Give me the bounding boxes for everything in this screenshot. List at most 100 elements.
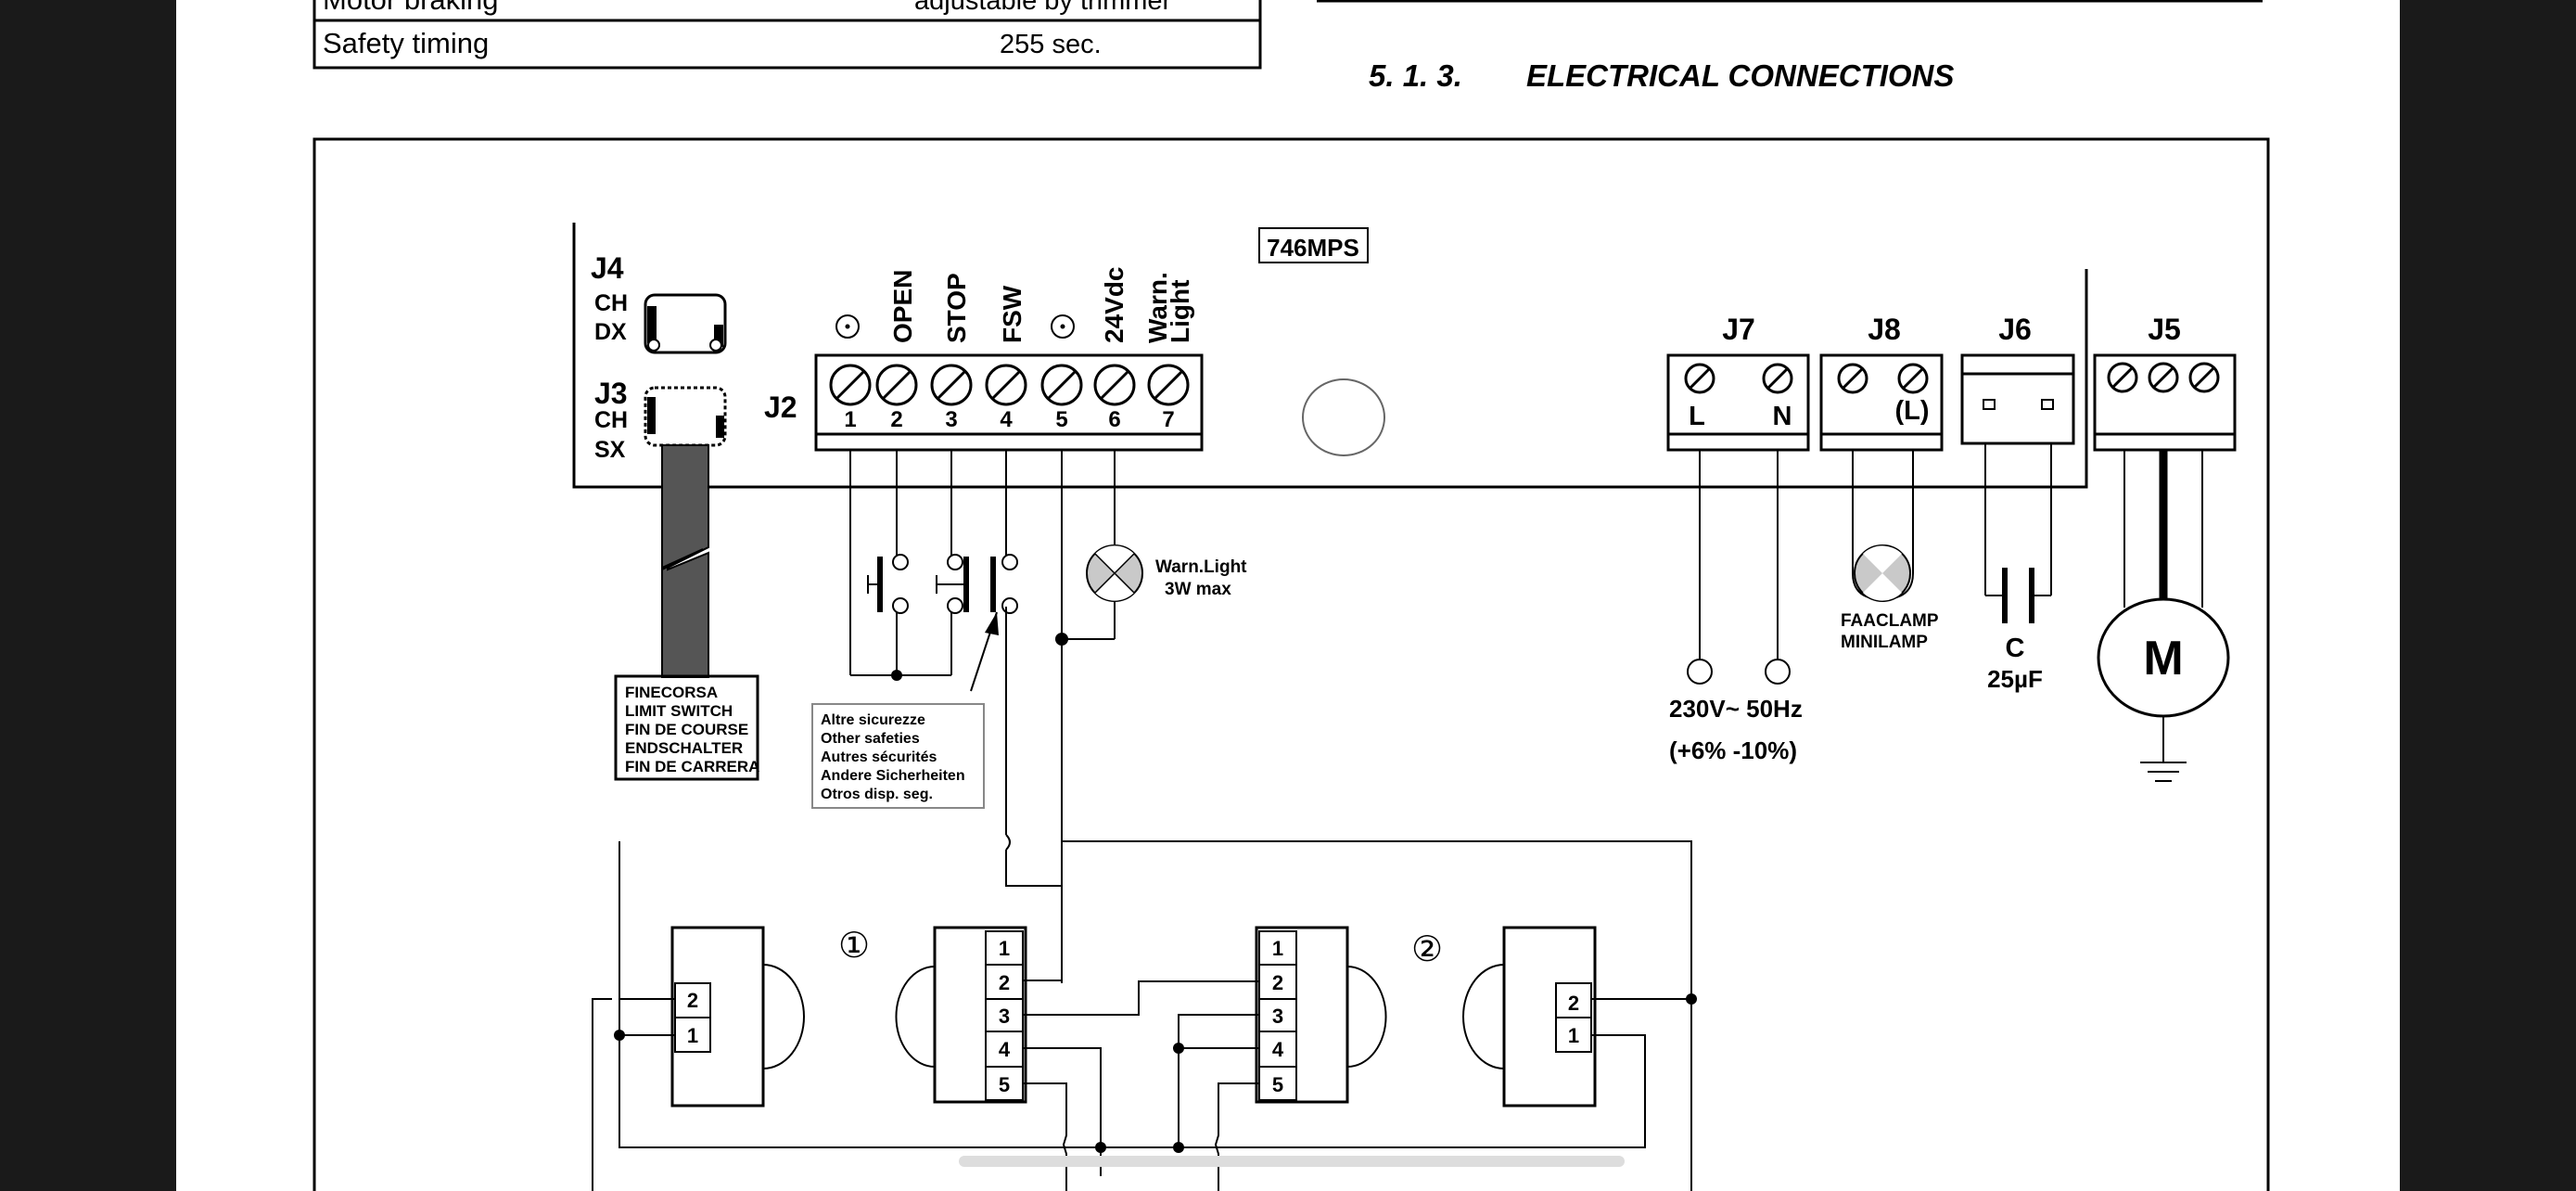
j8-label: J8 [1868,313,1901,346]
mains-tolerance: (+6% -10%) [1669,736,1797,764]
tx-terminal-number: 2 [1568,992,1579,1015]
photocell-rx-2 [1255,926,1349,1104]
j6-label: J6 [1998,313,2032,346]
j2-screw-slot [1154,370,1183,400]
j2-terminal-block [814,353,1204,452]
j2-terminal-number: 7 [1162,407,1174,432]
rx1-terminals: 1 2 3 4 5 [999,937,1011,1096]
j2-screw [1147,364,1190,406]
limit-switch-labels: FINECORSA LIMIT SWITCH FIN DE COURSE END… [625,684,759,775]
rx-terminal-number: 4 [1272,1038,1284,1061]
rx-terminal-number: 2 [1272,971,1283,994]
motor-label: M [2143,632,2183,685]
mains-wiring [1687,450,1791,685]
other-safeties-labels: Altre sicurezze Other safeties Autres sé… [821,712,965,802]
j2-screw-slot [882,370,912,400]
j2-screw [985,364,1027,406]
rx-terminal-number: 2 [999,971,1010,994]
j4-label: J4 [591,251,624,285]
model-box [1258,227,1369,263]
faaclamp-label: FAACLAMP [1841,611,1939,631]
faaclamp-lamp [1852,450,1914,602]
diagram-frame [312,137,2270,1191]
rx-terminal-number: 5 [999,1073,1010,1096]
j2-screw [829,364,872,406]
j2-screw-slot [1047,370,1077,400]
capacitor-value: 25µF [1987,665,2043,693]
j2-screw [930,364,973,406]
j2-screw-slot [1100,370,1129,400]
other-safeties-text: Autres sécurités [821,749,937,765]
rx2-terminals: 1 2 3 4 5 [1272,937,1284,1096]
mounting-hole [1302,378,1385,456]
rx-terminal-number: 4 [999,1038,1011,1061]
rx-terminal-number: 5 [1272,1073,1283,1096]
j2-header-open: OPEN [888,270,917,343]
tx-terminal-number: 1 [1568,1024,1579,1047]
j2-screw [1093,364,1136,406]
photocell-tx-2 [1502,926,1597,1108]
capacitor [1984,443,2052,623]
rx-terminal-number: 1 [1272,937,1283,960]
spec-row-value: adjustable by trimmer [914,0,1172,16]
other-safeties-text: Andere Sicherheiten [821,768,965,784]
limit-switch-text: LIMIT SWITCH [625,702,733,720]
j2-screw-slot [835,370,865,400]
j2-screw-slot [937,370,966,400]
j2-terminal-number: 2 [890,407,902,432]
rx-terminal-number: 1 [999,937,1010,960]
j3-label: J3 [594,377,628,410]
capacitor-label: C [2006,634,2025,663]
limit-switch-box [614,674,759,781]
j2-terminal-number: 4 [1000,407,1013,432]
manual-page: Motor braking adjustable by trimmer Safe… [176,0,2400,1191]
j8-terminal [1819,353,1944,452]
limit-switch-cable [661,444,709,678]
photocell-wiring [592,840,1697,1191]
j6-terminal [1960,353,2075,445]
j3-connector [644,386,727,447]
wiring-diagram: Motor braking adjustable by trimmer Safe… [312,0,2270,1191]
photocell-2-marker: ② [1411,930,1443,969]
tx1-terminals: 2 1 [687,989,698,1047]
limit-switch-text: FINECORSA [625,684,718,701]
motor [2097,450,2230,782]
warn-light-power: 3W max [1165,580,1231,599]
spec-row-label: Safety timing [323,27,489,59]
tx-terminal-number: 1 [687,1024,698,1047]
rx-terminal-number: 3 [999,1005,1010,1028]
j3-sx-label: SX [594,437,626,463]
j2-label: J2 [764,391,797,424]
j2-headers: OPEN STOP FSW 24Vdc Warn. Light [835,267,1194,344]
push-button-wiring [849,450,1018,881]
spec-table: Motor braking adjustable by trimmer Safe… [312,0,1262,70]
j4-connector [644,293,727,354]
photocell-rx-1 [933,926,1027,1104]
model-label: 746MPS [1267,234,1359,262]
spec-row-label: Motor braking [323,0,499,16]
warning-light [1055,450,1143,983]
j4-dx-label: DX [594,319,627,345]
j5-label: J5 [2148,313,2181,346]
j7-n-label: N [1773,402,1792,431]
j2-terminal-number: 3 [945,407,957,432]
limit-switch-text: ENDSCHALTER [625,739,743,757]
other-safeties-text: Other safeties [821,731,920,747]
j2-terminal-number: 5 [1055,407,1067,432]
j2-header-fsw: FSW [998,285,1027,343]
tx-terminal-number: 2 [687,989,698,1012]
other-safeties-text: Otros disp. seg. [821,787,933,802]
other-safeties-text: Altre sicurezze [821,712,925,728]
board-outline [572,223,2088,489]
j2-screw-slot [991,370,1021,400]
j7-label: J7 [1722,313,1755,346]
j2-screw [875,364,918,406]
j7-l-label: L [1689,402,1705,431]
limit-switch-text: FIN DE CARRERA [625,758,759,775]
j2-header-24vdc: 24Vdc [1100,267,1129,344]
j7-terminal [1666,353,1810,452]
j2-header-warn: Warn. [1143,272,1172,343]
j2-screw [1040,364,1083,406]
j2-terminal-number: 1 [844,407,856,432]
